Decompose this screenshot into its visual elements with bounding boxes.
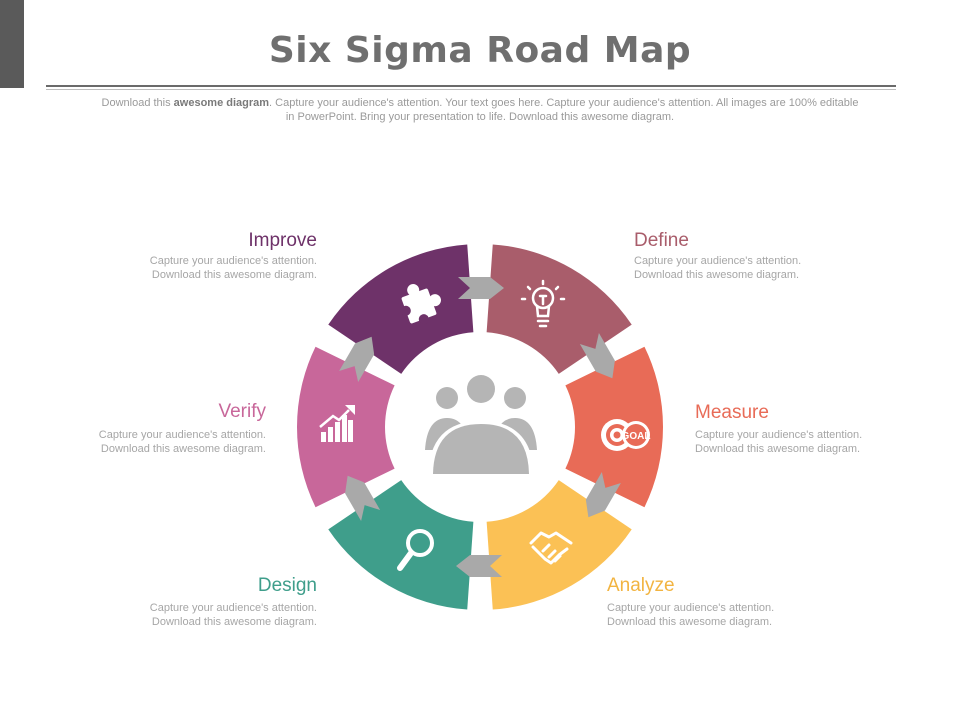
analyze-desc-line2: Download this awesome diagram. [607, 616, 773, 628]
goal-label: GOAL [622, 431, 651, 442]
goal-target-icon: GOAL [601, 419, 650, 451]
measure-desc-line2: Download this awesome diagram. [695, 443, 861, 455]
puzzle-icon [400, 284, 441, 325]
design-segment [328, 480, 474, 610]
subtitle-bold: awesome diagram [173, 97, 270, 109]
handshake-icon [529, 531, 573, 565]
growth-chart-icon [319, 405, 355, 442]
measure-desc-line1: Capture your audience's attention. [695, 429, 863, 441]
corner-accent [0, 0, 24, 88]
flow-arrow-2 [579, 332, 615, 379]
subtitle-prefix: Download this [101, 97, 174, 109]
define-desc-line1: Capture your audience's attention. [634, 255, 802, 267]
cycle-arrows [339, 277, 621, 577]
design-desc-line2: Download this awesome diagram. [151, 616, 317, 628]
lightbulb-icon [520, 279, 566, 328]
define-title: Define [634, 230, 689, 251]
design-description: Capture your audience's attention. Downl… [97, 601, 317, 629]
subtitle-rest: . Capture your audience's attention. You… [269, 97, 859, 123]
verify-desc-line1: Capture your audience's attention. [98, 429, 266, 441]
verify-desc-line2: Download this awesome diagram. [100, 443, 266, 455]
design-desc-line1: Capture your audience's attention. [149, 602, 317, 614]
measure-description: Capture your audience's attention. Downl… [695, 428, 915, 456]
improve-title: Improve [248, 230, 317, 251]
flow-arrow-4 [456, 555, 502, 577]
measure-title: Measure [695, 402, 769, 423]
define-segment [486, 244, 632, 374]
team-icon [425, 373, 537, 477]
define-description: Capture your audience's attention. Downl… [634, 254, 854, 282]
subtitle: Download this awesome diagram. Capture y… [100, 96, 860, 124]
analyze-desc-line1: Capture your audience's attention. [607, 602, 775, 614]
design-title: Design [257, 575, 317, 596]
analyze-description: Capture your audience's attention. Downl… [607, 601, 827, 629]
verify-description: Capture your audience's attention. Downl… [46, 428, 266, 456]
analyze-title: Analyze [607, 575, 675, 596]
title-rule-thin [46, 89, 896, 90]
flow-arrow-1 [458, 277, 504, 299]
improve-desc-line2: Download this awesome diagram. [151, 269, 317, 281]
flow-arrow-3 [585, 471, 621, 518]
flow-arrow-6 [339, 336, 375, 383]
flow-arrow-5 [345, 475, 381, 522]
verify-title: Verify [218, 401, 266, 422]
title-rule [46, 85, 896, 87]
page-title: Six Sigma Road Map [268, 30, 692, 71]
magnifier-icon [397, 529, 434, 571]
improve-description: Capture your audience's attention. Downl… [97, 254, 317, 282]
improve-desc-line1: Capture your audience's attention. [149, 255, 317, 267]
define-desc-line2: Download this awesome diagram. [634, 269, 800, 281]
